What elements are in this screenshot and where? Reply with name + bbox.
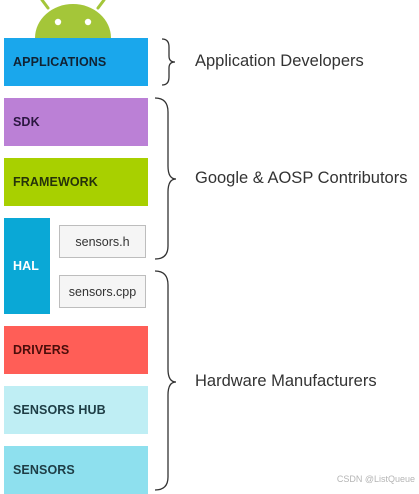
- watermark: CSDN @ListQueue: [336, 474, 415, 484]
- layer-framework-label: FRAMEWORK: [13, 175, 98, 189]
- layer-applications: APPLICATIONS: [4, 38, 148, 86]
- brace-hardware: [154, 270, 177, 491]
- hal-file-sensors-h: sensors.h: [59, 225, 146, 258]
- brace-app-developers: [161, 38, 176, 86]
- group-label-app-developers: Application Developers: [195, 52, 364, 70]
- layer-hal: HAL: [4, 218, 50, 314]
- group-label-google-aosp: Google & AOSP Contributors: [195, 169, 408, 187]
- hal-file-sensors-cpp: sensors.cpp: [59, 275, 146, 308]
- layer-hal-label: HAL: [13, 259, 39, 273]
- layer-sensors-hub-label: SENSORS HUB: [13, 403, 106, 417]
- layer-framework: FRAMEWORK: [4, 158, 148, 206]
- hal-file-sensors-h-label: sensors.h: [75, 234, 130, 249]
- hal-file-sensors-cpp-label: sensors.cpp: [68, 284, 137, 299]
- brace-google-aosp: [154, 97, 177, 260]
- layer-sensors: SENSORS: [4, 446, 148, 494]
- layer-applications-label: APPLICATIONS: [13, 55, 107, 69]
- layer-sdk-label: SDK: [13, 115, 40, 129]
- layer-drivers-label: DRIVERS: [13, 343, 70, 357]
- layer-sensors-label: SENSORS: [13, 463, 75, 477]
- layer-drivers: DRIVERS: [4, 326, 148, 374]
- android-robot-logo: [35, 0, 111, 38]
- layer-sdk: SDK: [4, 98, 148, 146]
- layer-sensors-hub: SENSORS HUB: [4, 386, 148, 434]
- group-label-hardware: Hardware Manufacturers: [195, 372, 377, 390]
